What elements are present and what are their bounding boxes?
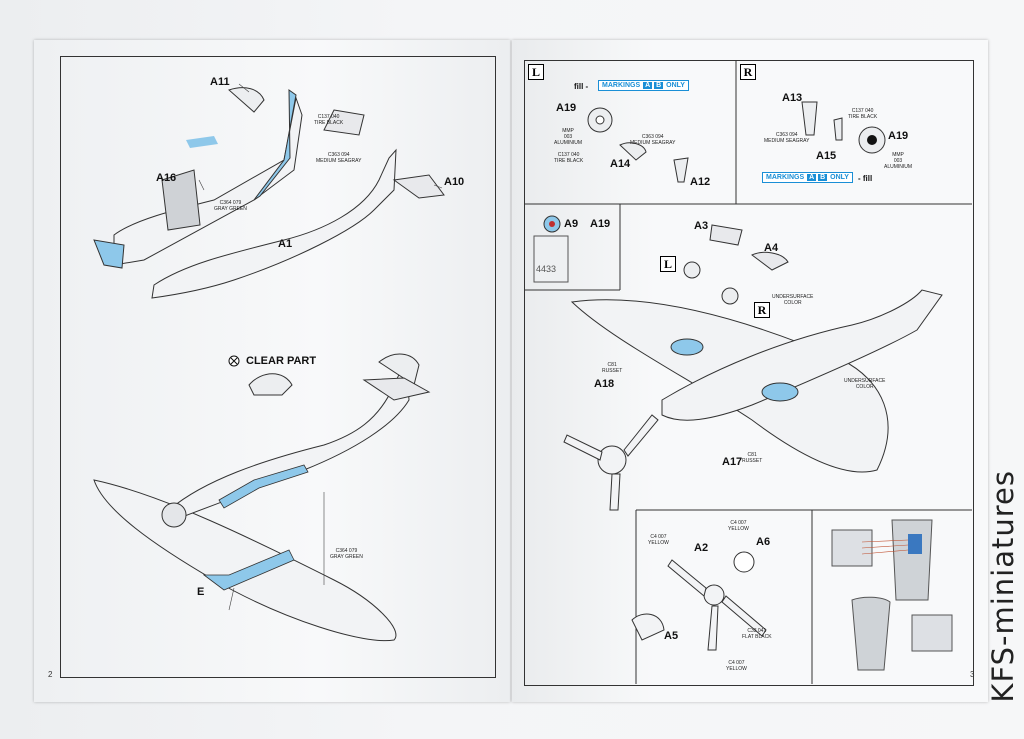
part-label-a19-right: A19 xyxy=(888,130,909,142)
paint-medseagray-left: C363 094 MEDIUM SEAGRAY xyxy=(630,134,676,146)
part-label-a9: A9 xyxy=(564,218,579,230)
decal-code: 4433 xyxy=(536,264,557,274)
markings-suffix: ONLY xyxy=(666,82,685,89)
markings-prefix: MARKINGS xyxy=(602,82,641,89)
part-label-a17: A17 xyxy=(722,456,743,468)
paint-underside-2: UNDERSURFACE COLOR xyxy=(844,378,886,390)
paint-code-gray-green-2: C364 079 GRAY GREEN xyxy=(330,548,363,560)
right-side-box-2: R xyxy=(754,302,770,318)
paint-code-gray-green-1: C364 079 GRAY GREEN xyxy=(214,200,247,212)
right-page-frame xyxy=(524,60,974,686)
marking-b: B xyxy=(818,174,828,181)
clear-part-label: CLEAR PART xyxy=(246,355,317,367)
part-label-a19-left: A19 xyxy=(556,102,577,114)
part-label-a3: A3 xyxy=(694,220,709,232)
part-label-a12: A12 xyxy=(690,176,711,188)
fill-left-text: fill - xyxy=(574,82,589,91)
paint-medseagray-right: C363 094 MEDIUM SEAGRAY xyxy=(764,132,810,144)
left-page-frame xyxy=(60,56,496,678)
part-label-a18: A18 xyxy=(594,378,615,390)
left-page-drawings xyxy=(93,83,445,642)
part-label-a10: A10 xyxy=(444,176,465,188)
markings-suffix: ONLY xyxy=(830,174,849,181)
paint-code-medium-seagray: C363 094 MEDIUM SEAGRAY xyxy=(316,152,362,164)
paint-yellow-1: C4 007 YELLOW xyxy=(648,534,669,546)
part-label-e: E xyxy=(197,586,205,598)
marking-a: A xyxy=(643,82,653,89)
fill-right-text: - fill xyxy=(858,174,873,183)
watermark: KFS-miniatures xyxy=(986,470,1020,703)
paint-russet-2: C81 RUSSET xyxy=(742,452,763,464)
paint-aluminium-left: MMP 003 ALUMINIUM xyxy=(554,128,583,146)
paint-code-tire-black: C137 040 TIRE BLACK xyxy=(314,114,344,126)
page-number-right: 3 xyxy=(970,670,975,679)
part-label-a16: A16 xyxy=(156,172,177,184)
part-label-a2: A2 xyxy=(694,542,709,554)
paint-tire-black-left: C137 040 TIRE BLACK xyxy=(554,152,584,164)
part-label-a13: A13 xyxy=(782,92,803,104)
left-side-box-2: L xyxy=(660,256,676,272)
paint-yellow-2: C4 007 YELLOW xyxy=(728,520,749,532)
part-label-a19-decal: A19 xyxy=(590,218,611,230)
right-side-box: R xyxy=(740,64,756,80)
part-label-a11: A11 xyxy=(210,76,230,88)
marking-b: B xyxy=(654,82,664,89)
page-number-left: 2 xyxy=(48,670,53,679)
paint-russet-1: C81 RUSSET xyxy=(602,362,623,374)
paint-yellow-3: C4 007 YELLOW xyxy=(726,660,747,672)
marking-a: A xyxy=(807,174,817,181)
markings-prefix: MARKINGS xyxy=(766,174,805,181)
part-label-a1: A1 xyxy=(278,238,293,250)
part-label-a5: A5 xyxy=(664,630,679,642)
paint-flat-black: C33 041 FLAT BLACK xyxy=(742,628,772,640)
paint-tire-black-right: C137 040 TIRE BLACK xyxy=(848,108,878,120)
part-label-a4: A4 xyxy=(764,242,779,254)
left-page: A11 A16 A10 A1 E CLEAR PART C137 040 TIR… xyxy=(34,40,510,702)
paint-underside-1: UNDERSURFACE COLOR xyxy=(772,294,814,306)
left-side-box: L xyxy=(528,64,544,80)
part-label-a14: A14 xyxy=(610,158,631,170)
right-page-drawings xyxy=(524,60,972,684)
paint-aluminium-right: MMP 003 ALUMINIUM xyxy=(884,152,913,170)
part-label-a6: A6 xyxy=(756,536,771,548)
part-label-a15: A15 xyxy=(816,150,837,162)
